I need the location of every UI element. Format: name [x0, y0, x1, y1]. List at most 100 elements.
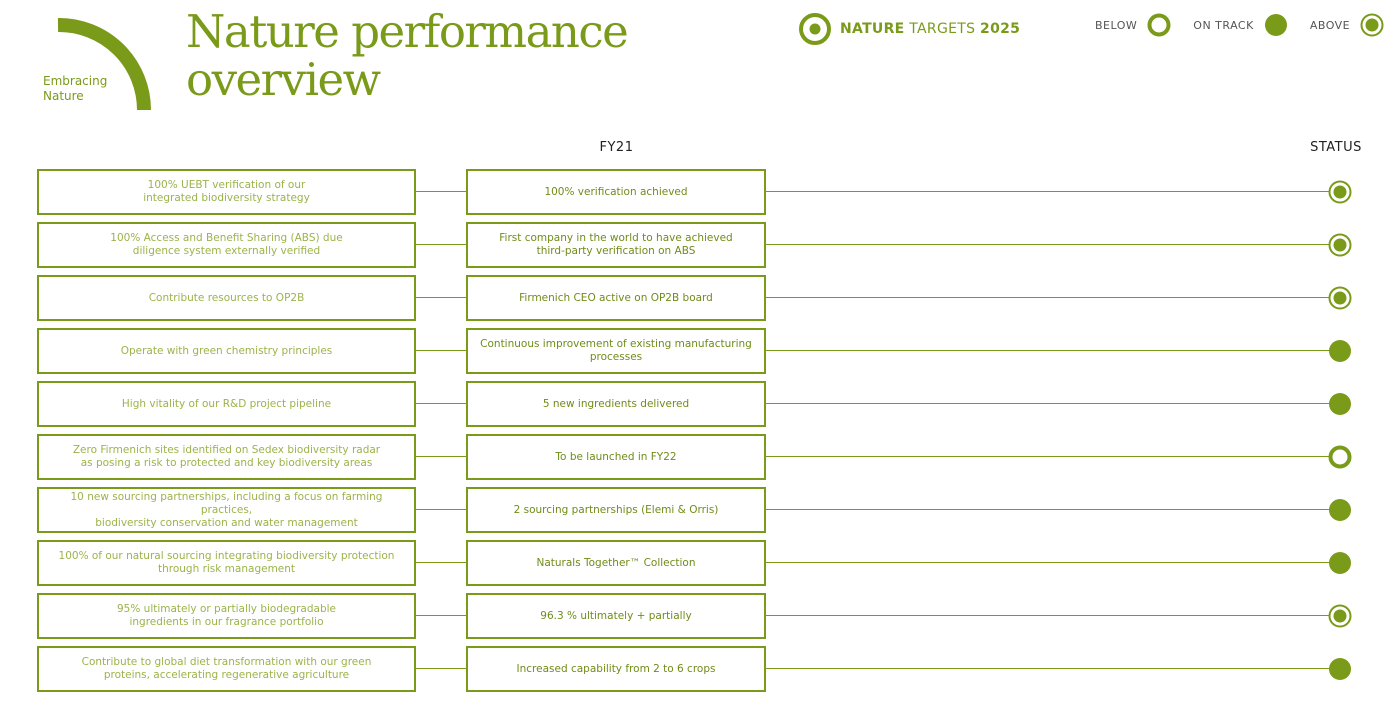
result-text: Continuous improvement of existing manuf…	[468, 338, 764, 364]
column-header-fy21: FY21	[599, 140, 634, 155]
target-box: High vitality of our R&D project pipelin…	[37, 381, 416, 427]
row-connector	[416, 456, 466, 457]
table-row-2: 100% Access and Benefit Sharing (ABS) du…	[0, 222, 1400, 268]
result-text: Firmenich CEO active on OP2B board	[507, 292, 725, 305]
row-status-line	[766, 191, 1330, 192]
target-text: 10 new sourcing partnerships, including …	[39, 491, 414, 530]
above-status-icon	[1328, 286, 1352, 310]
targets-header-targets: TARGETS	[904, 21, 981, 37]
rows.0.target-line: integrated biodiversity strategy	[143, 192, 310, 204]
rows.1.result-line: third-party verification on ABS	[536, 245, 696, 257]
rows.3.result-line: Continuous improvement of existing manuf…	[480, 338, 752, 350]
rows.8.target-line: 95% ultimately or partially biodegradabl…	[116, 603, 337, 615]
result-box: To be launched in FY22	[466, 434, 766, 480]
column-header-status: STATUS	[1310, 140, 1362, 155]
result-box: 5 new ingredients delivered	[466, 381, 766, 427]
rows.1.result-line: First company in the world to have achie…	[499, 232, 733, 244]
rows.6.target-line: biodiversity conservation and water mana…	[95, 516, 358, 529]
target-text: 95% ultimately or partially biodegradabl…	[105, 603, 348, 629]
table-row-9: 95% ultimately or partially biodegradabl…	[0, 593, 1400, 639]
targets-header-year: 2025	[980, 21, 1021, 37]
target-text: 100% of our natural sourcing integrating…	[47, 550, 407, 576]
legend-below-label: BELOW	[1095, 18, 1138, 32]
rows.7.target-line: through risk management	[157, 563, 296, 575]
rows.2.target-line: Contribute resources to OP2B	[148, 291, 305, 304]
row-status-line	[766, 297, 1330, 298]
target-box: Zero Firmenich sites identified on Sedex…	[37, 434, 416, 480]
on-track-status-icon	[1328, 339, 1352, 363]
legend-above-label: ABOVE	[1309, 18, 1351, 32]
rows.9.target-line: Contribute to global diet transformation…	[81, 656, 372, 668]
rows.8.target-line: ingredients in our fragrance portfolio	[129, 616, 324, 628]
row-status-line	[766, 562, 1330, 563]
result-text: 2 sourcing partnerships (Elemi & Orris)	[502, 504, 731, 517]
logo-text-line1: Embracing	[43, 74, 108, 88]
row-status-line	[766, 350, 1330, 351]
status-legend: BELOW ON TRACK ABOVE	[1095, 12, 1384, 38]
rows.1.target-line: diligence system externally verified	[132, 245, 321, 257]
result-box: Increased capability from 2 to 6 crops	[466, 646, 766, 692]
on-track-status-icon	[1328, 498, 1352, 522]
row-connector	[416, 403, 466, 404]
row-connector	[416, 509, 466, 510]
result-box: 96.3 % ultimately + partially	[466, 593, 766, 639]
result-box: Firmenich CEO active on OP2B board	[466, 275, 766, 321]
rows.7.target-line: 100% of our natural sourcing integrating…	[58, 550, 395, 562]
target-text: Contribute resources to OP2B	[137, 292, 317, 305]
on-track-status-icon	[1264, 13, 1288, 37]
rows.3.target-line: Operate with green chemistry principles	[120, 344, 333, 357]
title-line1: Nature performance	[186, 5, 629, 58]
table-row-7: 10 new sourcing partnerships, including …	[0, 487, 1400, 533]
rows.9.result-line: Increased capability from 2 to 6 crops	[516, 662, 716, 675]
above-status-icon	[1328, 233, 1352, 257]
above-status-icon	[1328, 180, 1352, 204]
title-line2: overview	[186, 53, 381, 106]
row-status-line	[766, 615, 1330, 616]
target-icon	[799, 13, 831, 45]
rows.2.result-line: Firmenich CEO active on OP2B board	[519, 291, 713, 304]
rows.8.result-line: 96.3 % ultimately + partially	[540, 609, 692, 622]
target-text: High vitality of our R&D project pipelin…	[110, 398, 343, 411]
target-box: 95% ultimately or partially biodegradabl…	[37, 593, 416, 639]
row-status-line	[766, 456, 1330, 457]
rows.6.target-line: 10 new sourcing partnerships, including …	[70, 490, 383, 516]
row-connector	[416, 244, 466, 245]
row-status-line	[766, 244, 1330, 245]
row-connector	[416, 191, 466, 192]
target-box: Operate with green chemistry principles	[37, 328, 416, 374]
on-track-status-icon	[1328, 551, 1352, 575]
rows.4.target-line: High vitality of our R&D project pipelin…	[121, 397, 332, 410]
target-box: 100% of our natural sourcing integrating…	[37, 540, 416, 586]
table-row-8: 100% of our natural sourcing integrating…	[0, 540, 1400, 586]
result-box: First company in the world to have achie…	[466, 222, 766, 268]
on-track-status-icon	[1328, 392, 1352, 416]
rows.0.result-line: 100% verification achieved	[544, 185, 688, 198]
result-box: Continuous improvement of existing manuf…	[466, 328, 766, 374]
target-box: 10 new sourcing partnerships, including …	[37, 487, 416, 533]
target-box: Contribute to global diet transformation…	[37, 646, 416, 692]
rows.5.target-line: as posing a risk to protected and key bi…	[80, 457, 373, 469]
rows.5.result-line: To be launched in FY22	[555, 450, 677, 463]
result-text: Naturals Together™ Collection	[524, 557, 707, 570]
rows.4.result-line: 5 new ingredients delivered	[542, 397, 690, 410]
row-connector	[416, 615, 466, 616]
row-connector	[416, 297, 466, 298]
row-connector	[416, 562, 466, 563]
logo-text-line2: Nature	[43, 89, 84, 103]
row-status-line	[766, 403, 1330, 404]
result-box: 100% verification achieved	[466, 169, 766, 215]
rows.6.result-line: 2 sourcing partnerships (Elemi & Orris)	[513, 503, 719, 516]
target-box: Contribute resources to OP2B	[37, 275, 416, 321]
above-status-icon	[1360, 13, 1384, 37]
result-text: To be launched in FY22	[543, 451, 688, 464]
table-row-4: Operate with green chemistry principles …	[0, 328, 1400, 374]
rows.3.result-line: processes	[589, 351, 643, 363]
result-text: 5 new ingredients delivered	[531, 398, 701, 411]
result-text: 96.3 % ultimately + partially	[528, 610, 703, 623]
table-row-5: High vitality of our R&D project pipelin…	[0, 381, 1400, 427]
row-status-line	[766, 668, 1330, 669]
table-row-6: Zero Firmenich sites identified on Sedex…	[0, 434, 1400, 480]
